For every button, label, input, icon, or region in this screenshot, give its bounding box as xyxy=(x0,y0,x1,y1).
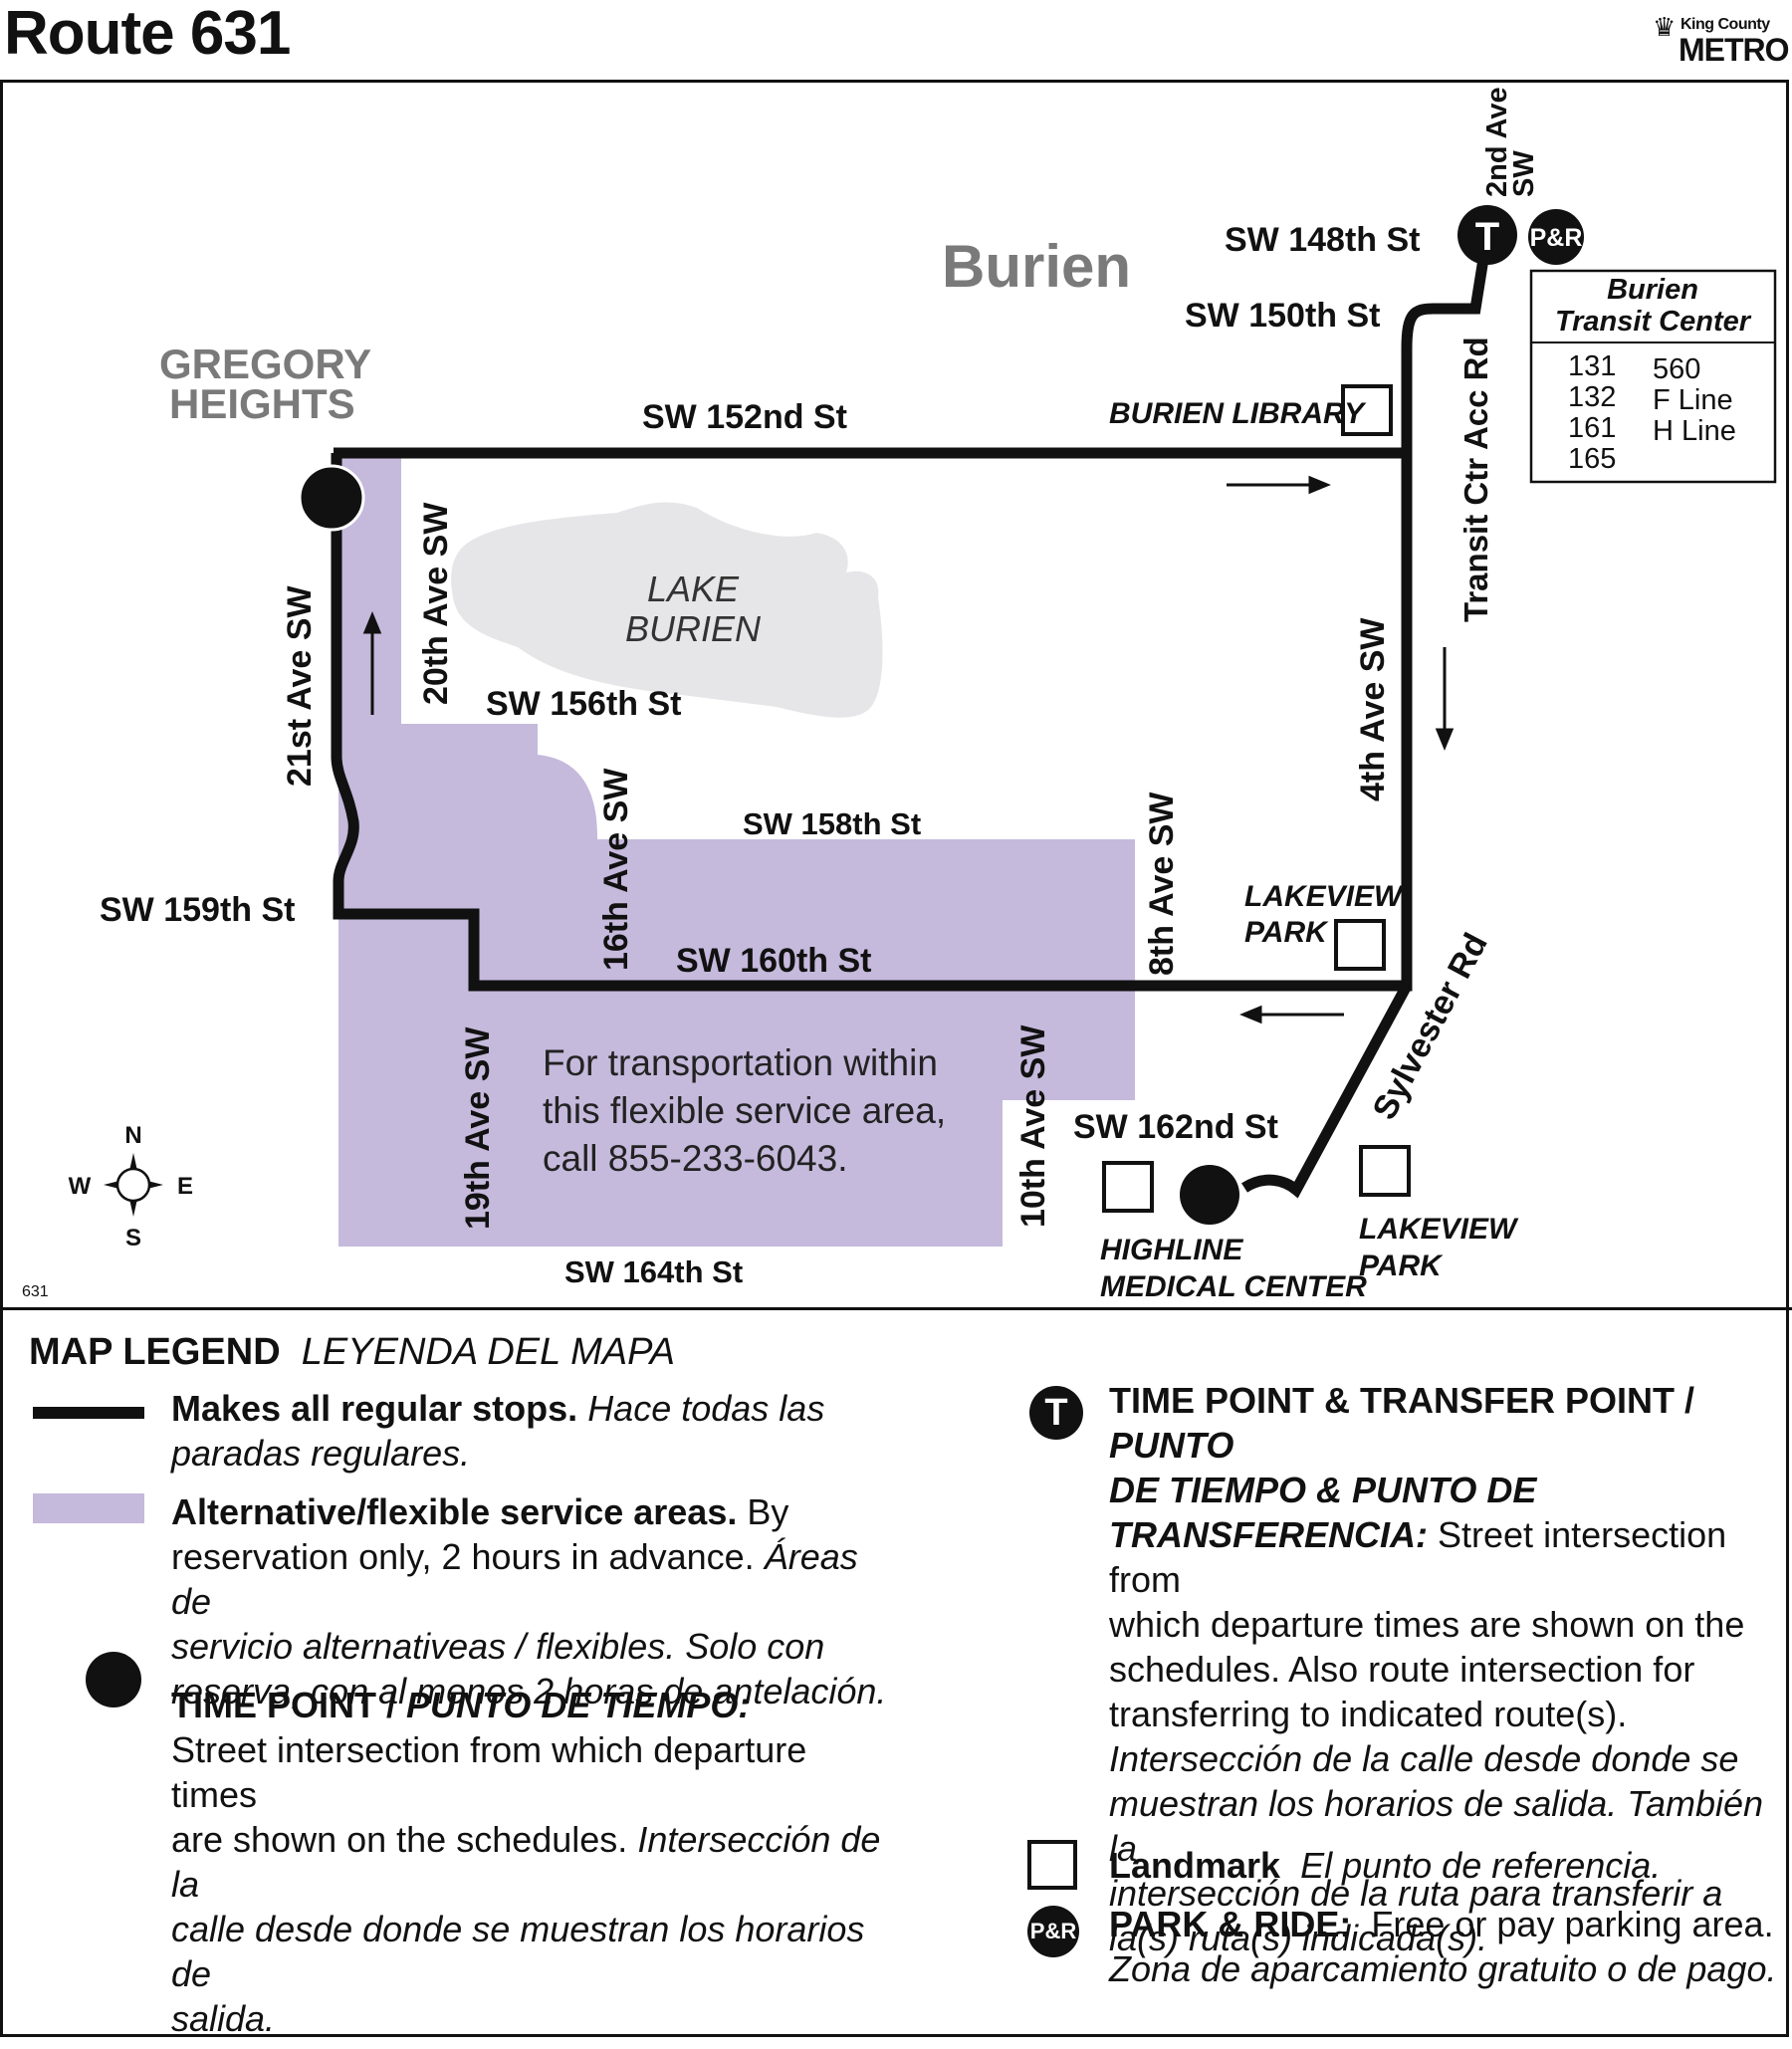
legend-transfer-point: TIME POINT & TRANSFER POINT / PUNTO DE T… xyxy=(1109,1380,1764,1958)
landmark-lakeview-park-2 xyxy=(1359,1145,1411,1197)
transit-center-name-1: Burien xyxy=(1607,274,1698,306)
page-title: Route 631 xyxy=(4,0,291,68)
route-h-line: H Line xyxy=(1653,415,1736,447)
street-ave2-line1: 2nd Ave xyxy=(1481,87,1513,197)
street-ave2-line2: SW xyxy=(1508,150,1540,197)
street-sw164: SW 164th St xyxy=(564,1254,743,1289)
flexible-service-area xyxy=(338,456,1135,1247)
street-sw159: SW 159th St xyxy=(100,891,295,929)
svg-text:E: E xyxy=(177,1173,193,1200)
street-sw148: SW 148th St xyxy=(1225,221,1420,259)
compass-icon: N S W E xyxy=(69,1122,193,1252)
landmark-label-library: BURIEN LIBRARY xyxy=(1109,397,1367,430)
legend-landmark: Landmark El punto de referencia. xyxy=(1109,1845,1662,1886)
flex-note-1: For transportation within xyxy=(543,1042,938,1083)
landmark-lakeview-park-1 xyxy=(1334,919,1386,971)
logo-line1: King County xyxy=(1680,16,1770,33)
legend-flex-area: Alternative/flexible service areas. By r… xyxy=(171,1491,887,1711)
route-map: T P&R Burien Transit Center 131 132 161 … xyxy=(22,87,1777,1303)
map-frame xyxy=(0,80,1789,2037)
street-ave16: 16th Ave SW xyxy=(597,768,635,971)
route-131: 131 xyxy=(1568,350,1616,382)
direction-arrow-west xyxy=(1239,1005,1344,1024)
route-560: 560 xyxy=(1653,353,1700,385)
lake-burien xyxy=(451,502,883,718)
transit-center-name-2: Transit Center xyxy=(1555,306,1752,338)
street-sw162: SW 162nd St xyxy=(1073,1108,1278,1146)
street-ave21: 21st Ave SW xyxy=(281,585,319,787)
time-point-highline xyxy=(1180,1165,1239,1225)
svg-text:S: S xyxy=(125,1225,141,1252)
direction-arrow-east xyxy=(1227,475,1331,495)
king-county-metro-logo: ♛ King County METRO xyxy=(1651,10,1792,68)
route-161: 161 xyxy=(1568,412,1616,444)
street-sw158: SW 158th St xyxy=(743,806,921,841)
legend-regular-stops: Makes all regular stops. Hace todas las … xyxy=(171,1388,825,1474)
landmark-label-lakeview2-2: PARK xyxy=(1359,1250,1444,1282)
legend-park-and-ride: PARK & RIDE: Free or pay parking area. Z… xyxy=(1109,1904,1777,1989)
svg-text:P&R: P&R xyxy=(1530,224,1583,252)
legend-divider xyxy=(0,1307,1792,1310)
logo-line2: METRO xyxy=(1679,32,1790,68)
svg-text:N: N xyxy=(124,1122,141,1149)
map-id: 631 xyxy=(22,1283,49,1300)
legend-heading: MAP LEGEND LEYENDA DEL MAPA xyxy=(29,1331,676,1373)
time-point-gregory-heights xyxy=(298,464,365,532)
landmark-label-lakeview1-2: PARK xyxy=(1244,916,1329,949)
legend-route-line-swatch xyxy=(33,1407,144,1419)
flex-note-2: this flexible service area, xyxy=(543,1090,946,1131)
route-132: 132 xyxy=(1568,381,1616,413)
neighborhood-label-2: HEIGHTS xyxy=(169,380,355,427)
transfer-point-legend-icon: T xyxy=(1029,1386,1083,1440)
street-sw156: SW 156th St xyxy=(486,685,681,723)
landmark-highline xyxy=(1102,1161,1154,1213)
map-legend: MAP LEGEND LEYENDA DEL MAPA Makes all re… xyxy=(0,1310,1792,2039)
crown-icon: ♛ xyxy=(1653,12,1677,42)
landmark-burien-library xyxy=(1341,384,1393,436)
route-line-sylvester xyxy=(1241,983,1412,1199)
street-ave10: 10th Ave SW xyxy=(1014,1024,1052,1228)
landmark-legend-icon xyxy=(1027,1840,1077,1890)
street-ave8: 8th Ave SW xyxy=(1143,792,1181,976)
landmark-label-lakeview1-1: LAKEVIEW xyxy=(1244,880,1405,913)
city-label: Burien xyxy=(942,233,1131,300)
legend-time-point: TIME POINT / PUNTO DE TIEMPO: Street int… xyxy=(171,1685,881,2039)
route-165: 165 xyxy=(1568,443,1616,475)
landmark-label-highline-1: HIGHLINE xyxy=(1100,1234,1243,1266)
park-and-ride-legend-icon: P&R xyxy=(1027,1906,1079,1957)
street-sw150: SW 150th St xyxy=(1185,297,1380,335)
park-and-ride-icon: P&R xyxy=(1528,209,1584,265)
landmark-label-lakeview2-1: LAKEVIEW xyxy=(1359,1213,1519,1246)
route-line-transit-center xyxy=(1401,258,1489,453)
transit-center-box xyxy=(1529,269,1777,484)
svg-text:W: W xyxy=(69,1173,92,1200)
svg-text:T: T xyxy=(1475,215,1499,259)
lake-label-2: BURIEN xyxy=(625,608,762,649)
street-ave19: 19th Ave SW xyxy=(459,1026,497,1230)
street-ave4: 4th Ave SW xyxy=(1354,617,1392,801)
neighborhood-label-1: GREGORY xyxy=(159,341,371,387)
route-f-line: F Line xyxy=(1653,384,1733,416)
street-sw152: SW 152nd St xyxy=(642,398,847,436)
flex-note-3: call 855-233-6043. xyxy=(543,1138,848,1179)
landmark-label-highline-2: MEDICAL CENTER xyxy=(1100,1270,1367,1303)
street-ave20: 20th Ave SW xyxy=(417,502,455,705)
time-point-icon xyxy=(86,1652,141,1708)
direction-arrow-south xyxy=(1435,647,1455,751)
street-sw160: SW 160th St xyxy=(676,942,871,980)
direction-arrow-north xyxy=(362,611,382,715)
legend-flex-swatch xyxy=(33,1493,144,1523)
street-transit-rd: Transit Ctr Acc Rd xyxy=(1457,337,1494,622)
lake-label-1: LAKE xyxy=(647,569,740,609)
route-line xyxy=(331,447,1413,992)
transfer-point-icon: T xyxy=(1457,205,1517,265)
